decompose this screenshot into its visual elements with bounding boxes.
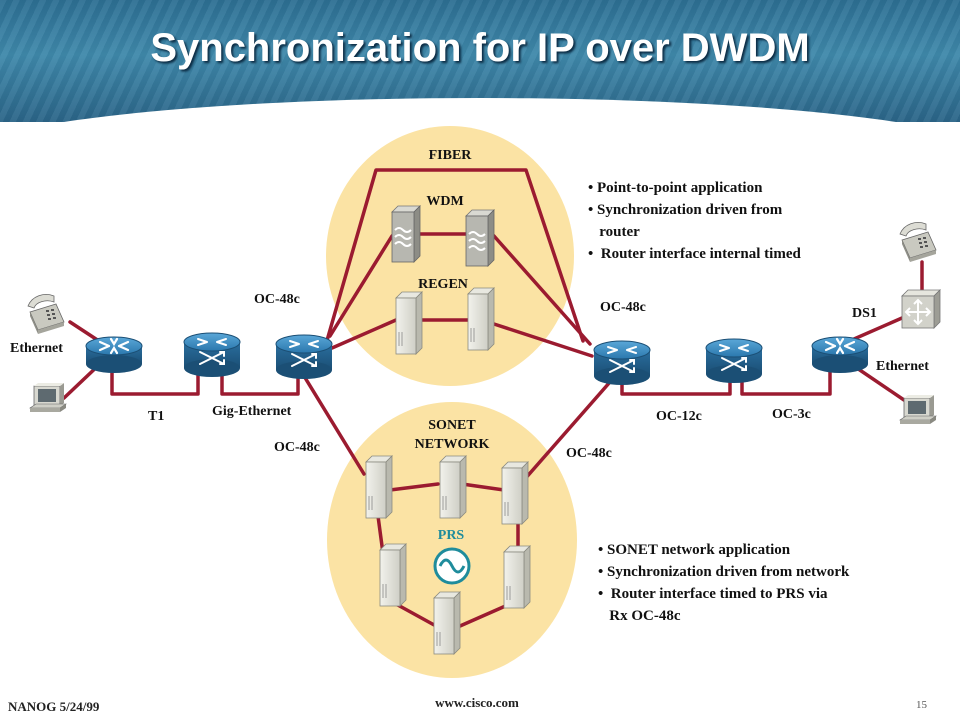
- wdm-label: WDM: [426, 194, 464, 209]
- oc48c-left-bottom-label: OC-48c: [274, 440, 320, 455]
- slide-title: Synchronization for IP over DWDM: [150, 26, 810, 70]
- sonet-node-icon: [501, 461, 529, 525]
- wdm-fiber-cloud: [326, 126, 574, 386]
- point-to-point-notes: • Point-to-point application • Synchroni…: [588, 177, 801, 265]
- wdm-icon: [391, 205, 421, 263]
- sonet-node-icon: [439, 455, 467, 519]
- computer-icon: [899, 394, 937, 425]
- network-label: NETWORK: [414, 437, 490, 452]
- link-wdm-left: [328, 234, 394, 338]
- link-fiber-left: [324, 168, 585, 346]
- page-number: 15: [916, 699, 927, 711]
- bullet-item: • SONET network application: [598, 542, 791, 558]
- sonet-node-icon: [379, 543, 407, 607]
- wdm-icon: [465, 209, 495, 267]
- link-wdm-right: [492, 234, 592, 346]
- sonet-node-icon: [433, 591, 461, 655]
- switch-router-icon: [705, 338, 763, 384]
- bullet-item: • Point-to-point application: [588, 180, 763, 196]
- oc48c-right-top-label: OC-48c: [600, 300, 646, 315]
- link-oc12c: [620, 378, 732, 396]
- oc48c-right-bottom-label: OC-48c: [566, 446, 612, 461]
- sonet-node-icon: [503, 545, 531, 609]
- regen-icon: [467, 287, 495, 351]
- router-icon: [84, 335, 144, 375]
- switch-router-icon: [183, 332, 241, 378]
- pbx-icon: [901, 289, 941, 329]
- footer-url: www.cisco.com: [435, 695, 519, 710]
- bullet-item: • Router interface internal timed: [588, 246, 801, 262]
- title-banner: [0, 0, 960, 122]
- prs-label: PRS: [437, 528, 465, 543]
- link-oc48c-sonet-left: [302, 374, 366, 476]
- bullet-item: router: [588, 224, 640, 240]
- link-oc3c: [740, 364, 832, 396]
- ethernet-right-label: Ethernet: [876, 359, 929, 374]
- ds1-label: DS1: [852, 306, 877, 321]
- link-t1: [110, 362, 200, 396]
- t1-label: T1: [148, 409, 165, 424]
- regen-label: REGEN: [418, 277, 468, 292]
- ethernet-left-label: Ethernet: [10, 341, 63, 356]
- oc3c-label: OC-3c: [772, 407, 811, 422]
- fiber-label: FIBER: [428, 148, 472, 163]
- oc12c-label: OC-12c: [656, 409, 702, 424]
- switch-router-icon: [275, 334, 333, 380]
- prs-clock-icon: [433, 547, 471, 585]
- link-regen-left: [330, 318, 398, 350]
- sonet-network-notes: • SONET network application • Synchroniz…: [598, 539, 849, 627]
- oc48c-left-top-label: OC-48c: [254, 292, 300, 307]
- footer-event-date: NANOG 5/24/99: [8, 699, 100, 714]
- telephone-icon: [27, 293, 65, 335]
- switch-router-icon: [593, 340, 651, 386]
- bullet-item: Rx OC-48c: [598, 608, 681, 624]
- gig-ethernet-label: Gig-Ethernet: [212, 404, 292, 419]
- telephone-icon: [899, 221, 937, 263]
- bullet-item: • Synchronization driven from network: [598, 564, 850, 580]
- regen-icon: [395, 291, 423, 355]
- router-icon: [810, 335, 870, 375]
- sonet-node-icon: [365, 455, 393, 519]
- sonet-label: SONET: [428, 418, 476, 433]
- link-regen-right: [492, 322, 594, 358]
- computer-icon: [29, 382, 67, 413]
- sonet-ring: [376, 482, 520, 628]
- link-gig-ethernet: [220, 368, 300, 396]
- bullet-item: • Router interface timed to PRS via: [598, 586, 828, 602]
- bullet-item: • Synchronization driven from: [588, 202, 783, 218]
- link-oc48c-sonet-right: [522, 380, 612, 482]
